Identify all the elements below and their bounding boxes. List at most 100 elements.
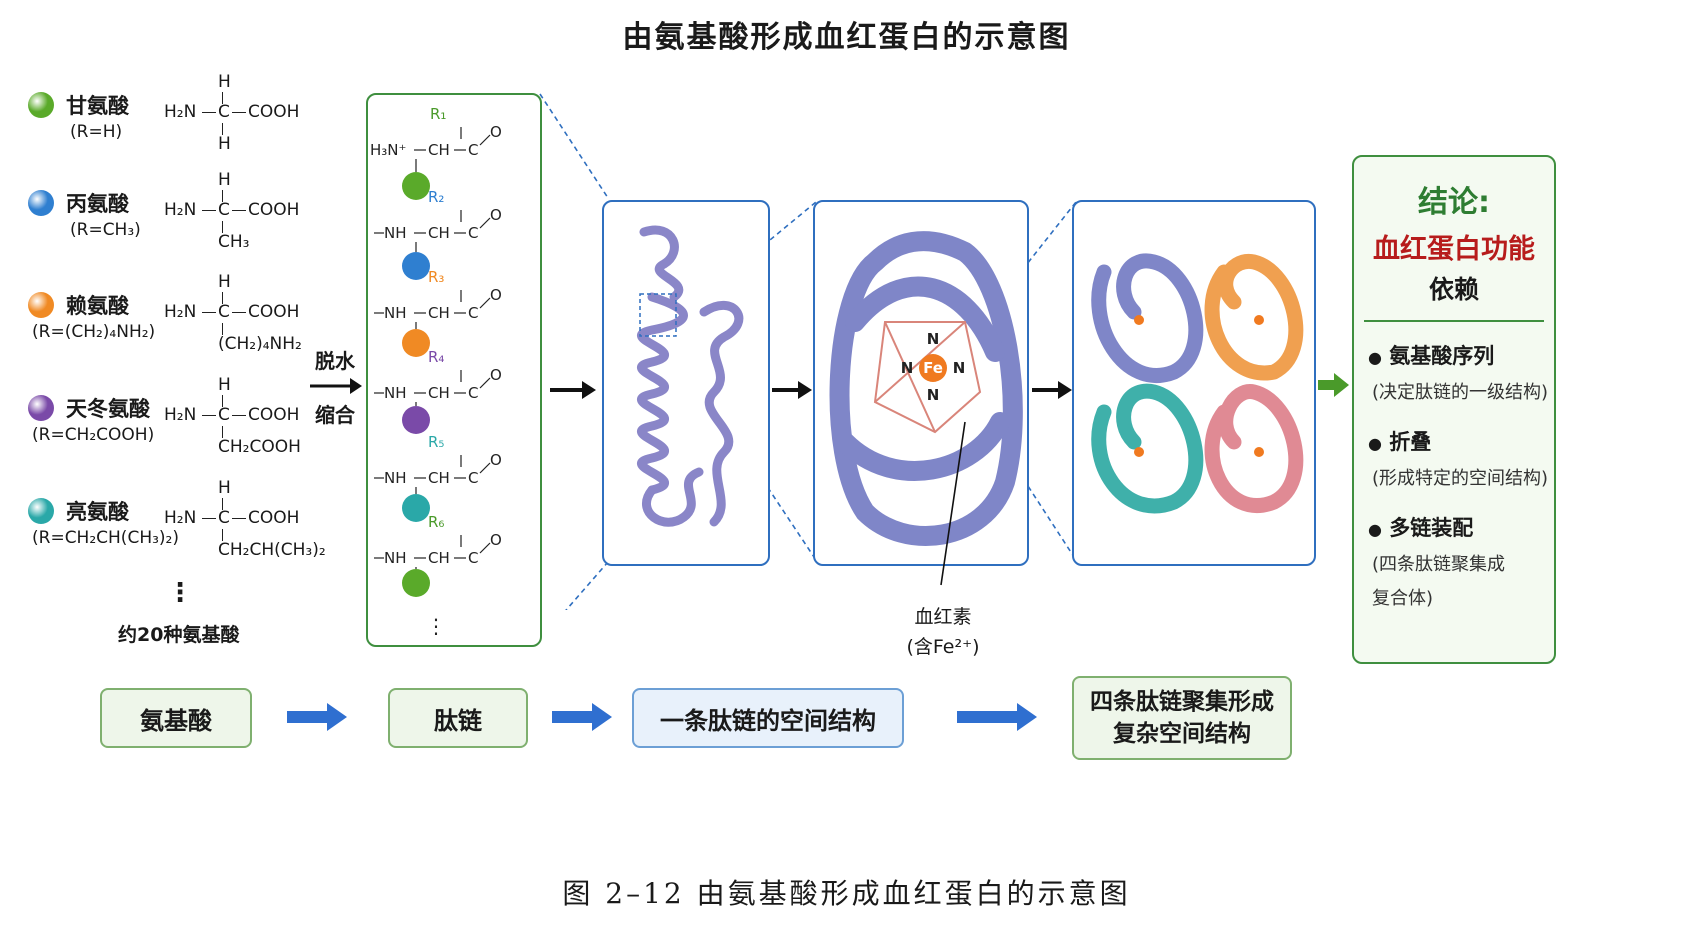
r-label: R₂ xyxy=(428,188,444,206)
chain-o: O xyxy=(490,206,502,224)
amino-acid-ball xyxy=(28,395,54,421)
bond xyxy=(202,312,216,313)
bond xyxy=(222,221,223,233)
flow-arrow-3 xyxy=(957,703,1037,731)
amino-acid-r-group: (R=CH₂CH(CH₃)₂) xyxy=(32,528,179,548)
chain-ch: CH xyxy=(428,469,450,487)
conclusion-items: ● 氨基酸序列(决定肽链的一级结构)● 折叠(形成特定的空间结构)● 多链装配(… xyxy=(1354,322,1554,610)
amino-acid-bead xyxy=(402,252,430,280)
fe-label: Fe xyxy=(923,359,943,377)
amino-acid-r-group: (R=H) xyxy=(70,122,123,142)
flow-four-chains-line1: 四条肽链聚集形成 xyxy=(1090,689,1274,715)
conclusion-divider xyxy=(1364,320,1544,322)
peptide-bond xyxy=(479,542,491,554)
formula-h-top: H xyxy=(218,170,231,190)
chain-ch: CH xyxy=(428,141,450,159)
bond xyxy=(202,415,216,416)
chain-start: H₃N⁺ xyxy=(370,141,406,159)
bond xyxy=(222,498,223,510)
svg-text:N: N xyxy=(927,330,940,348)
chain-c: C xyxy=(468,304,478,322)
formula-r-side: (CH₂)₄NH₂ xyxy=(218,334,302,354)
bond xyxy=(222,426,223,438)
bond xyxy=(222,395,223,407)
flow-amino-acid: 氨基酸 xyxy=(100,688,252,748)
formula-h-top: H xyxy=(218,375,231,395)
conclusion-item-sub: (决定肽链的一级结构) xyxy=(1372,382,1549,403)
flow-four-chains-line2: 复杂空间结构 xyxy=(1113,721,1251,747)
formula-h-top: H xyxy=(218,272,231,292)
about-20-label: 约20种氨基酸 xyxy=(118,624,240,646)
svg-text:N: N xyxy=(901,359,914,377)
chain-o: O xyxy=(490,531,502,549)
formula-c: C xyxy=(218,302,230,322)
formula-h2n: H₂N xyxy=(164,405,197,425)
chain-o: O xyxy=(490,366,502,384)
amino-acid-name: 天冬氨酸 xyxy=(66,397,150,421)
heme-sub: (含Fe²⁺) xyxy=(906,636,980,658)
chain-o: O xyxy=(490,286,502,304)
arrow-3 xyxy=(1032,381,1072,399)
chain-c: C xyxy=(468,549,478,567)
flow-single-chain: 一条肽链的空间结构 xyxy=(632,688,904,748)
formula-h-top: H xyxy=(218,72,231,92)
formula-c: C xyxy=(218,405,230,425)
amino-acid-name: 甘氨酸 xyxy=(66,94,129,118)
r-label: R₁ xyxy=(430,105,446,123)
chain-c: C xyxy=(468,469,478,487)
chain-ch: CH xyxy=(428,549,450,567)
conclusion-item: ● 氨基酸序列 (决定肽链的一级结构) xyxy=(1368,340,1554,404)
conclusion-panel: 结论: 血红蛋白功能 依赖 ● 氨基酸序列(决定肽链的一级结构)● 折叠(形成特… xyxy=(1352,155,1556,664)
bond xyxy=(202,210,216,211)
peptide-bond xyxy=(479,217,491,229)
svg-text:N: N xyxy=(953,359,966,377)
peptide-bond xyxy=(479,462,491,474)
reaction-label-1: 脱水 xyxy=(315,349,355,373)
amino-acid-ball xyxy=(28,92,54,118)
bond xyxy=(232,518,246,519)
page-title: 由氨基酸形成血红蛋白的示意图 xyxy=(622,20,1071,55)
heme-pointer xyxy=(940,421,966,586)
chain-ellipsis: ⋮ xyxy=(426,614,446,638)
conclusion-depends: 依赖 xyxy=(1428,275,1479,304)
amino-acid-ball xyxy=(28,190,54,216)
peptide-bond xyxy=(479,377,491,389)
formula-r-side: H xyxy=(218,134,231,154)
formula-h2n: H₂N xyxy=(164,302,197,322)
chain-nh: NH xyxy=(384,384,407,402)
formula-cooh: COOH xyxy=(248,405,300,425)
formula-c: C xyxy=(218,508,230,528)
reaction-arrow xyxy=(310,378,362,394)
amino-acid-name: 赖氨酸 xyxy=(66,294,129,318)
formula-cooh: COOH xyxy=(248,508,300,528)
flow-four-chains: 四条肽链聚集形成 复杂空间结构 xyxy=(1072,676,1292,760)
peptide-chain-panel xyxy=(366,93,542,647)
conclusion-item-main: ● 折叠 xyxy=(1368,430,1432,454)
chain-ch: CH xyxy=(428,224,450,242)
arrow-2 xyxy=(772,381,812,399)
arrow-1 xyxy=(550,381,596,399)
amino-acid-name: 亮氨酸 xyxy=(66,500,129,524)
bond xyxy=(232,312,246,313)
amino-acid-r-group: (R=CH₂COOH) xyxy=(32,425,155,445)
amino-acid-bead xyxy=(402,569,430,597)
conclusion-item-sub: (形成特定的空间结构) xyxy=(1372,468,1549,489)
formula-r-side: CH₃ xyxy=(218,232,250,252)
formula-h2n: H₂N xyxy=(164,102,197,122)
conclusion-item-main: ● 氨基酸序列 xyxy=(1368,344,1495,368)
amino-acid-ball xyxy=(28,292,54,318)
formula-h2n: H₂N xyxy=(164,508,197,528)
conclusion-title: 结论: xyxy=(1418,185,1490,220)
r-label: R₅ xyxy=(428,433,444,451)
chain-nh: NH xyxy=(384,304,407,322)
conclusion-item-sub: 复合体) xyxy=(1372,588,1434,609)
amino-acid-bead xyxy=(402,329,430,357)
flow-arrow-2 xyxy=(552,703,612,731)
conclusion-arrow xyxy=(1318,373,1349,397)
chain-nh: NH xyxy=(384,549,407,567)
chain-ch: CH xyxy=(428,384,450,402)
